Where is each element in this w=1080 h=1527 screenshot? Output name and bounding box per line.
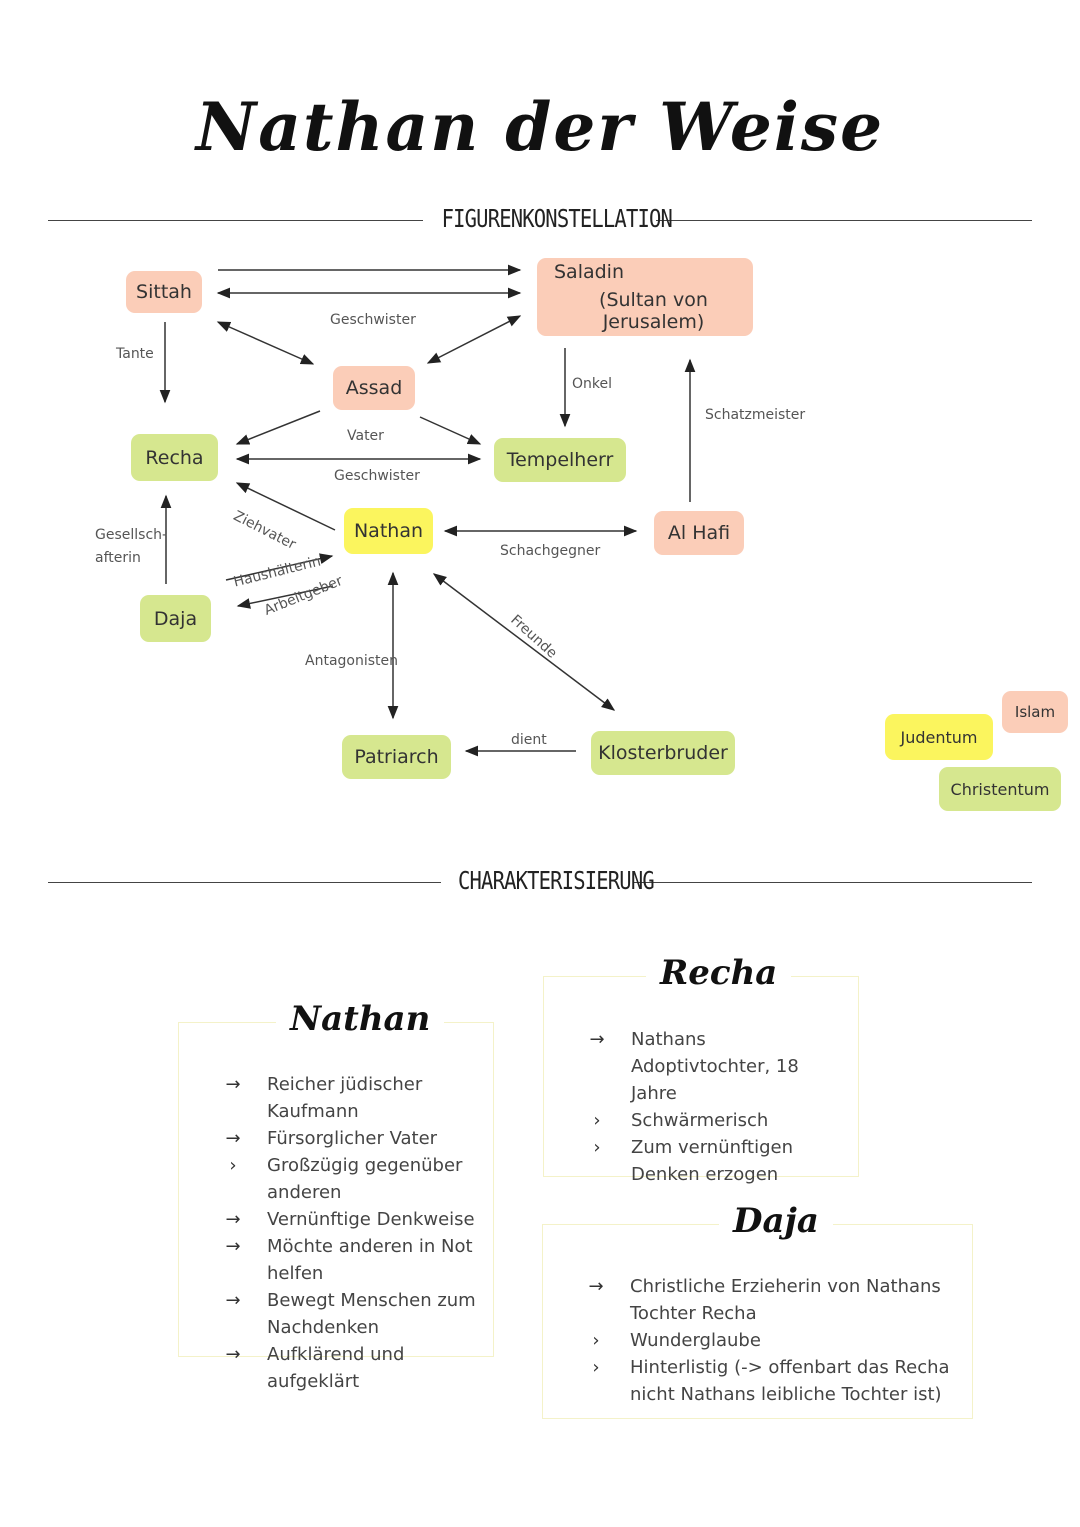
card-nathan-title: Nathan [276, 999, 445, 1039]
legend-judentum: Judentum [885, 714, 993, 760]
label-geschwister-mid: Geschwister [334, 468, 420, 484]
label-dient: dient [511, 732, 547, 748]
legend-christentum: Christentum [939, 767, 1061, 811]
arrow-assad-saladin [426, 315, 522, 364]
card-nathan: Nathan → Reicher jüdischer Kaufmann → Fürso… [178, 999, 494, 1392]
list-item-text: Reicher jüdischer Kaufmann [267, 1074, 423, 1122]
divider-left-2 [48, 882, 441, 883]
relationship-arrows [159, 264, 696, 757]
arrow-bullet-icon: → [225, 1074, 241, 1095]
card-recha-title: Recha [646, 953, 792, 993]
arrow-bullet-icon: → [225, 1236, 241, 1257]
arrow-vater-recha [235, 410, 321, 445]
label-gesellschafterin-1: Gesellsch- [95, 527, 168, 543]
divider-right [656, 220, 1032, 221]
list-item: › Wunderglaube [586, 1327, 958, 1354]
arrow-bullet-icon: → [225, 1344, 241, 1365]
node-alhafi: Al Hafi [654, 511, 744, 555]
arrow-bullet-icon: → [225, 1209, 241, 1230]
label-tante: Tante [116, 346, 154, 362]
card-daja-title: Daja [719, 1201, 833, 1241]
arrow-ziehvater [235, 482, 336, 531]
chevron-bullet-icon: › [592, 1330, 600, 1351]
chevron-bullet-icon: › [593, 1110, 601, 1131]
node-recha: Recha [131, 434, 218, 481]
list-item: → Reicher jüdischer Kaufmann [223, 1071, 485, 1125]
list-item: → Christliche Erzieherin von Nathans Toch… [586, 1273, 958, 1327]
card-daja: Daja → Christliche Erzieherin von Nathans… [542, 1201, 973, 1419]
list-item: › Zum vernünftigen Denken erzogen [587, 1134, 837, 1188]
label-gesellschafterin-2: afterin [95, 550, 141, 566]
node-saladin-role: (Sultan von Jerusalem) [599, 289, 708, 333]
card-nathan-list: → Reicher jüdischer Kaufmann → Fürsorgliche… [223, 1071, 485, 1395]
list-item: → Bewegt Menschen zum Nachdenken [223, 1287, 485, 1341]
list-item-text: Zum vernünftigen Denken erzogen [631, 1137, 794, 1185]
arrow-haushaelterin [225, 553, 334, 581]
label-geschwister-top: Geschwister [330, 312, 416, 328]
chevron-bullet-icon: › [593, 1137, 601, 1158]
arrow-freunde [432, 573, 616, 711]
node-saladin-name: Saladin [554, 261, 625, 283]
node-tempelherr: Tempelherr [494, 438, 626, 482]
card-recha: Recha → Nathans Adoptivtochter, 18 Jahre ›… [543, 953, 859, 1185]
list-item: › Großzügig gegenüber anderen [223, 1152, 485, 1206]
list-item: › Schwärmerisch [587, 1107, 837, 1134]
node-saladin: Saladin (Sultan von Jerusalem) [537, 258, 753, 336]
list-item-text: Fürsorglicher Vater [267, 1128, 438, 1149]
node-sittah: Sittah [126, 271, 202, 313]
section-heading-characterization: CHARAKTERISIERUNG [458, 866, 655, 895]
label-antagonisten: Antagonisten [305, 653, 399, 669]
list-item-text: Nathans Adoptivtochter, 18 Jahre [631, 1029, 799, 1104]
node-daja: Daja [140, 595, 211, 642]
arrow-bullet-icon: → [589, 1029, 605, 1050]
list-item-text: Großzügig gegenüber anderen [267, 1155, 463, 1203]
node-nathan: Nathan [344, 508, 433, 554]
list-item-text: Möchte anderen in Not helfen [267, 1236, 473, 1284]
list-item: › Hinterlistig (-> offenbart das Recha ni… [586, 1354, 958, 1408]
list-item-text: Aufklärend und aufgeklärt [267, 1344, 405, 1392]
list-item-text: Christliche Erzieherin von Nathans Tocht… [630, 1276, 941, 1324]
node-klosterbruder: Klosterbruder [591, 731, 735, 775]
label-vater: Vater [347, 428, 384, 444]
list-item-text: Hinterlistig (-> offenbart das Recha nic… [630, 1357, 950, 1405]
label-schatzmeister: Schatzmeister [705, 407, 806, 423]
card-recha-list: → Nathans Adoptivtochter, 18 Jahre › Schwär… [587, 1026, 837, 1188]
section-heading-figures: FIGURENKONSTELLATION [441, 204, 673, 233]
arrow-arbeitgeber [236, 585, 334, 609]
chevron-bullet-icon: › [229, 1155, 237, 1176]
card-daja-list: → Christliche Erzieherin von Nathans Toch… [586, 1273, 958, 1408]
chevron-bullet-icon: › [592, 1357, 600, 1378]
label-onkel: Onkel [572, 376, 613, 392]
list-item: → Nathans Adoptivtochter, 18 Jahre [587, 1026, 837, 1107]
arrow-sittah-assad [216, 321, 315, 365]
list-item-text: Wunderglaube [630, 1330, 761, 1351]
list-item: → Aufklärend und aufgeklärt [223, 1341, 485, 1395]
list-item: → Fürsorglicher Vater [223, 1125, 485, 1152]
node-assad: Assad [333, 366, 415, 410]
arrow-bullet-icon: → [225, 1290, 241, 1311]
node-patriarch: Patriarch [342, 735, 451, 779]
arrow-bullet-icon: → [588, 1276, 604, 1297]
list-item-text: Bewegt Menschen zum Nachdenken [267, 1290, 476, 1338]
divider-right-2 [634, 882, 1032, 883]
list-item: → Vernünftige Denkweise [223, 1206, 485, 1233]
list-item-text: Schwärmerisch [631, 1110, 769, 1131]
page-title: Nathan der Weise [195, 88, 885, 166]
arrow-bullet-icon: → [225, 1128, 241, 1149]
label-schachgegner: Schachgegner [500, 543, 601, 559]
arrow-vater-tempelherr [419, 416, 482, 445]
divider-left [48, 220, 423, 221]
legend-islam: Islam [1002, 691, 1068, 733]
list-item-text: Vernünftige Denkweise [267, 1209, 475, 1230]
list-item: → Möchte anderen in Not helfen [223, 1233, 485, 1287]
